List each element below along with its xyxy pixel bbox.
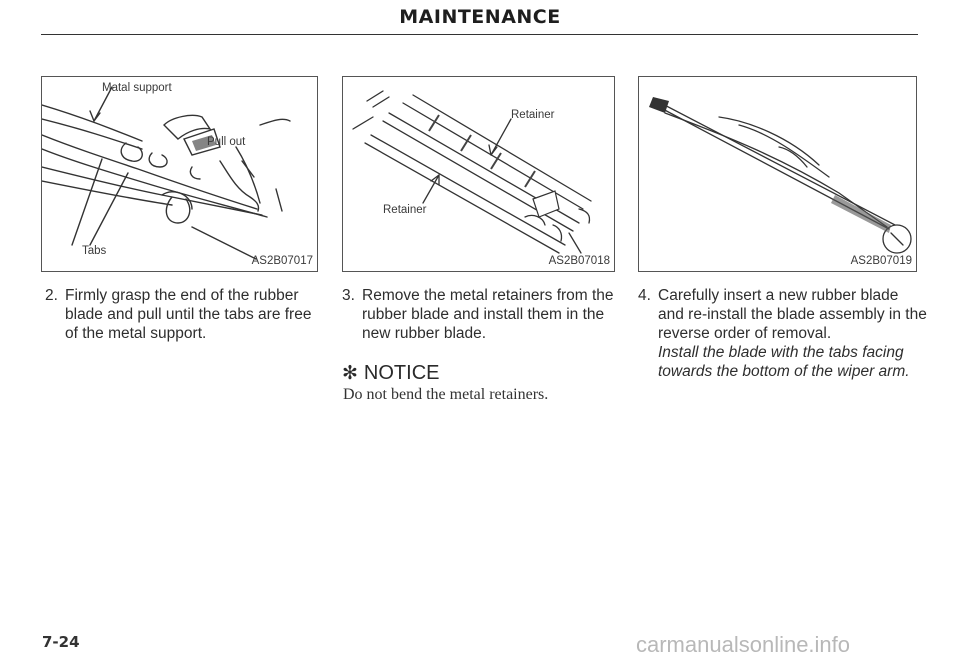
figure-code: AS2B07019 bbox=[850, 255, 912, 267]
label-retainer-top: Retainer bbox=[511, 109, 555, 121]
figure-code: AS2B07017 bbox=[251, 255, 313, 267]
label-tabs: Tabs bbox=[82, 245, 107, 257]
label-matal-support: Matal support bbox=[102, 82, 172, 94]
figure-code: AS2B07018 bbox=[548, 255, 610, 267]
step-number: 2. bbox=[45, 287, 58, 304]
header-rule bbox=[41, 34, 918, 35]
label-retainer-bottom: Retainer bbox=[383, 204, 427, 216]
step-4: 4. Carefully insert a new rubber blade a… bbox=[638, 286, 928, 343]
figure-blade-removal: Matal support Pull out Tabs AS2B07017 bbox=[41, 76, 318, 272]
step-number: 4. bbox=[638, 287, 651, 304]
retainer-illustration bbox=[352, 90, 592, 254]
page-number: 7-24 bbox=[42, 633, 80, 651]
step-2: 2. Firmly grasp the end of the rubber bl… bbox=[45, 286, 325, 343]
notice-star-icon: ✻ bbox=[342, 362, 358, 384]
install-note: Install the blade with the tabs facing t… bbox=[658, 344, 910, 380]
step-number: 3. bbox=[342, 287, 355, 304]
wiper-tabs-illustration bbox=[42, 86, 291, 260]
step-text: Remove the metal retainers from the rubb… bbox=[362, 287, 614, 342]
page-title: MAINTENANCE bbox=[399, 6, 561, 28]
watermark: carmanualsonline.info bbox=[636, 632, 851, 657]
wiper-blade-illustration bbox=[649, 97, 912, 254]
step-text: Carefully insert a new rubber blade and … bbox=[658, 287, 927, 342]
notice-heading: ✻NOTICE bbox=[342, 362, 439, 385]
notice-heading-text: NOTICE bbox=[363, 362, 440, 384]
label-pull-out: Pull out bbox=[207, 136, 246, 148]
figure-blade-assembly: AS2B07019 bbox=[638, 76, 917, 272]
step-text: Firmly grasp the end of the rubber blade… bbox=[65, 287, 312, 342]
figure-retainers: Retainer Retainer AS2B07018 bbox=[342, 76, 615, 272]
step-3: 3. Remove the metal retainers from the r… bbox=[342, 286, 622, 343]
notice-text: Do not bend the metal retainers. bbox=[343, 386, 549, 403]
